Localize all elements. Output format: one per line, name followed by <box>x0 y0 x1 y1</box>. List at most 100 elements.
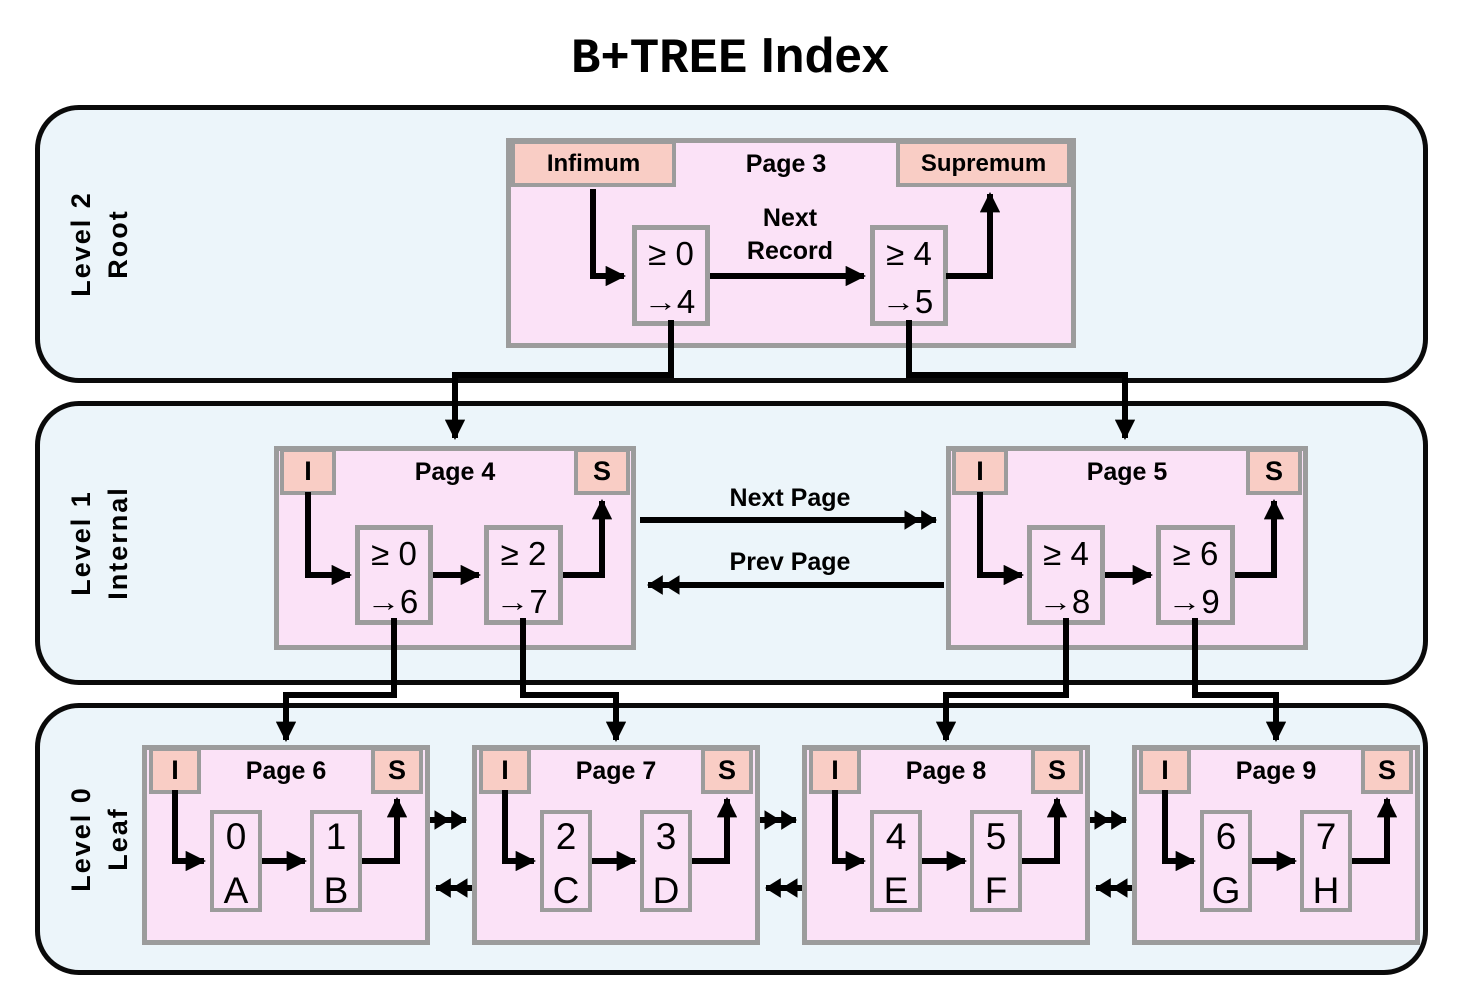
supremum-label: Supremum <box>920 149 1047 177</box>
record-child-page: 4 <box>676 283 696 320</box>
level-0-label-line1: Level 0 <box>66 786 96 892</box>
level-1-label-line1: Level 1 <box>66 490 96 596</box>
infimum-short-label: I <box>1161 755 1169 785</box>
record-key: ≥ 4 <box>1043 535 1089 572</box>
next-record-line2: Record <box>746 237 834 265</box>
level-1-internal-label: Level 1 Internal <box>55 463 145 623</box>
next-record-label: Next Record <box>690 202 890 268</box>
next-record-line1: Next <box>762 204 818 232</box>
supremum-short-label: S <box>387 755 406 785</box>
record-pointer: →7 <box>495 583 548 621</box>
page9-title: Page 9 <box>1191 757 1361 786</box>
page7-title: Page 7 <box>531 757 701 786</box>
level-0-label-line2: Leaf <box>103 807 133 871</box>
record-child-page: 8 <box>1071 583 1091 620</box>
infimum-short-label: I <box>976 456 984 486</box>
page8-infimum-tab: I <box>809 747 861 794</box>
record-key: 5 <box>985 816 1007 857</box>
next-page-text: Next Page <box>729 484 851 512</box>
page8-title-text: Page 8 <box>905 757 987 785</box>
record-key: 7 <box>1315 816 1337 857</box>
page5-infimum-tab: I <box>952 448 1008 495</box>
level-1-label-line2: Internal <box>103 486 133 600</box>
level-2-label-line2: Root <box>103 209 133 279</box>
page6-infimum-tab: I <box>149 747 201 794</box>
page7-record-1: 2 C <box>540 810 592 912</box>
pointer-arrow-icon: → <box>495 587 530 617</box>
page5-title: Page 5 <box>1008 458 1246 487</box>
infimum-label: Infimum <box>546 149 641 177</box>
record-pointer: →6 <box>366 583 418 621</box>
prev-page-label: Prev Page <box>690 546 890 579</box>
record-value: F <box>984 870 1008 911</box>
infimum-short-label: I <box>831 755 839 785</box>
record-child-page: 5 <box>914 283 934 320</box>
level-0-leaf-label: Level 0 Leaf <box>55 759 145 919</box>
infimum-short-label: I <box>501 755 509 785</box>
supremum-short-label: S <box>1047 755 1066 785</box>
record-key: 6 <box>1215 816 1237 857</box>
record-pointer: →5 <box>881 283 934 321</box>
record-value: G <box>1211 870 1241 911</box>
page4-record-2: ≥ 2 →7 <box>484 525 563 625</box>
page3-infimum-tab: Infimum <box>511 140 676 187</box>
supremum-short-label: S <box>717 755 736 785</box>
page3-title: Page 3 <box>676 150 896 179</box>
record-value: D <box>652 870 680 911</box>
record-key: 0 <box>225 816 247 857</box>
pointer-arrow-icon: → <box>881 287 916 317</box>
page3-supremum-tab: Supremum <box>896 140 1071 187</box>
page7-infimum-tab: I <box>479 747 531 794</box>
page4-title: Page 4 <box>336 458 574 487</box>
page4-record-1: ≥ 0 →6 <box>355 525 433 625</box>
prev-page-text: Prev Page <box>729 548 851 576</box>
infimum-short-label: I <box>304 456 312 486</box>
page7-title-text: Page 7 <box>575 757 657 785</box>
record-pointer: →4 <box>643 283 696 321</box>
record-value: A <box>223 870 249 911</box>
page5-supremum-tab: S <box>1246 448 1302 495</box>
page-title: B+TREE Index <box>0 28 1460 87</box>
level-2-label-line1: Level 2 <box>66 191 96 297</box>
record-key: ≥ 0 <box>371 535 417 572</box>
page7-supremum-tab: S <box>701 747 753 794</box>
page4-supremum-tab: S <box>574 448 630 495</box>
page6-title-text: Page 6 <box>245 757 327 785</box>
page8-record-1: 4 E <box>870 810 922 912</box>
page6-supremum-tab: S <box>371 747 423 794</box>
record-key: ≥ 0 <box>648 235 694 272</box>
record-value: C <box>552 870 580 911</box>
page9-infimum-tab: I <box>1139 747 1191 794</box>
page5-record-2: ≥ 6 →9 <box>1156 525 1235 625</box>
record-value: B <box>323 870 349 911</box>
supremum-short-label: S <box>1264 456 1283 486</box>
page9-record-2: 7 H <box>1300 810 1352 912</box>
record-key: 3 <box>655 816 677 857</box>
page8-record-2: 5 F <box>970 810 1022 912</box>
record-child-page: 7 <box>529 583 548 620</box>
page3-record-1: ≥ 0 →4 <box>632 225 710 326</box>
page9-title-text: Page 9 <box>1235 757 1317 785</box>
pointer-arrow-icon: → <box>1038 587 1073 617</box>
title-sans-word: Index <box>761 29 890 83</box>
infimum-short-label: I <box>171 755 179 785</box>
record-key: 2 <box>555 816 577 857</box>
record-value: E <box>883 870 909 911</box>
page5-title-text: Page 5 <box>1086 458 1168 486</box>
page9-supremum-tab: S <box>1361 747 1413 794</box>
record-key: ≥ 2 <box>500 535 547 572</box>
record-child-page: 9 <box>1201 583 1220 620</box>
title-mono-part: B+TREE <box>570 31 748 87</box>
pointer-arrow-icon: → <box>1167 587 1202 617</box>
pointer-arrow-icon: → <box>366 587 401 617</box>
pointer-arrow-icon: → <box>643 287 678 317</box>
record-key: ≥ 4 <box>886 235 932 272</box>
page3-record-2: ≥ 4 →5 <box>870 225 948 326</box>
record-pointer: →8 <box>1038 583 1091 621</box>
page3-title-text: Page 3 <box>745 150 827 178</box>
supremum-short-label: S <box>592 456 611 486</box>
page8-supremum-tab: S <box>1031 747 1083 794</box>
page4-title-text: Page 4 <box>414 458 496 486</box>
page5-record-1: ≥ 4 →8 <box>1027 525 1105 625</box>
